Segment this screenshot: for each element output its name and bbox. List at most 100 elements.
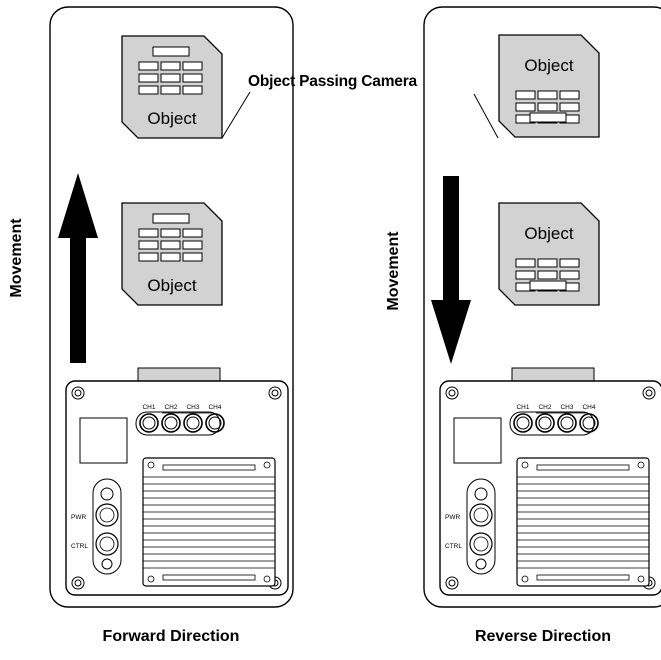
control-connector-inner: [473, 536, 489, 552]
object-key: [138, 61, 159, 71]
object-key: [138, 240, 159, 250]
object-key: [160, 85, 181, 95]
object-slot: [152, 213, 190, 224]
object-card-forward-upper: Object: [121, 35, 223, 139]
object-key: [138, 73, 159, 83]
connector-mount: [475, 558, 487, 570]
camera-label-square: [79, 417, 128, 464]
camera-lens-strip: [511, 367, 595, 382]
heatsink-screw: [521, 575, 529, 583]
channel-label: CH4: [582, 404, 595, 411]
object-label: Object: [524, 224, 573, 243]
camera-label-square: [453, 417, 502, 464]
object-label: Object: [524, 56, 573, 75]
heatsink-screw: [263, 461, 271, 469]
object-key: [138, 228, 159, 238]
camera-lens-strip: [137, 367, 221, 382]
power-connector-inner: [99, 507, 115, 523]
object-key: [182, 85, 203, 95]
channel-label: CH4: [208, 404, 221, 411]
object-key: [160, 228, 181, 238]
control-label: CTRL: [445, 543, 462, 550]
camera-screw-inner: [74, 389, 82, 397]
object-key: [537, 102, 558, 112]
connector-mount: [474, 487, 488, 501]
object-key: [537, 270, 558, 280]
object-key: [559, 90, 580, 100]
camera-screw-inner: [271, 389, 279, 397]
camera-screw-inner: [74, 579, 82, 587]
channel-label: CH1: [516, 404, 529, 411]
power-label: PWR: [445, 514, 460, 521]
channel-connector-inner: [538, 416, 552, 430]
object-key: [537, 90, 558, 100]
heatsink-screw: [637, 575, 645, 583]
movement-label-reverse: Movement: [385, 231, 402, 311]
movement-arrow-forward: [58, 173, 98, 363]
object-key: [559, 102, 580, 112]
heatsink-rail: [536, 574, 630, 581]
heatsink-rail: [536, 464, 630, 471]
object-key: [182, 240, 203, 250]
callout-leader-reverse: [473, 93, 499, 139]
movement-label-forward: Movement: [8, 218, 25, 298]
channel-connector-inner: [560, 416, 574, 430]
object-label: Object: [147, 276, 196, 295]
object-card-reverse-lower: Object: [498, 202, 600, 306]
channel-housing: [135, 411, 221, 436]
heatsink-screw: [147, 461, 155, 469]
object-slot: [529, 112, 567, 123]
callout-leader-forward: [221, 91, 251, 139]
object-key: [559, 270, 580, 280]
caption-reverse-direction: Reverse Direction: [474, 628, 612, 645]
channel-label: CH2: [538, 404, 551, 411]
power-connector-inner: [473, 507, 489, 523]
object-card-reverse-upper: Object: [498, 34, 600, 138]
camera-screw-inner: [645, 389, 653, 397]
heatsink-rail: [162, 464, 256, 471]
channel-label: CH3: [560, 404, 573, 411]
camera-screw-inner: [448, 579, 456, 587]
object-key: [182, 73, 203, 83]
caption-forward-direction: Forward Direction: [102, 628, 240, 645]
object-key: [182, 61, 203, 71]
callout-label: Object Passing Camera: [248, 73, 417, 90]
channel-connector-inner: [582, 416, 596, 430]
heatsink-screw: [263, 575, 271, 583]
channel-label: CH1: [142, 404, 155, 411]
object-key: [160, 252, 181, 262]
object-key: [138, 85, 159, 95]
channel-housing: [509, 411, 595, 436]
control-label: CTRL: [71, 543, 88, 550]
object-key: [515, 270, 536, 280]
object-key: [515, 102, 536, 112]
object-slot: [152, 46, 190, 57]
channel-connector-inner: [142, 416, 156, 430]
object-key: [160, 240, 181, 250]
movement-arrow-reverse: [431, 176, 471, 364]
object-key: [515, 90, 536, 100]
heatsink-screw: [637, 461, 645, 469]
object-label: Object: [147, 109, 196, 128]
heatsink-rail: [162, 574, 256, 581]
heatsink-screw: [147, 575, 155, 583]
object-key: [160, 73, 181, 83]
control-connector-inner: [99, 536, 115, 552]
channel-connector-inner: [164, 416, 178, 430]
object-key: [559, 258, 580, 268]
object-key: [515, 258, 536, 268]
object-key: [182, 228, 203, 238]
camera-screw-inner: [448, 389, 456, 397]
object-card-forward-lower: Object: [121, 202, 223, 306]
object-key: [160, 61, 181, 71]
object-key: [182, 252, 203, 262]
channel-label: CH3: [186, 404, 199, 411]
connector-mount: [100, 487, 114, 501]
channel-connector-inner: [186, 416, 200, 430]
object-key: [537, 258, 558, 268]
connector-mount: [101, 558, 113, 570]
channel-connector-inner: [516, 416, 530, 430]
